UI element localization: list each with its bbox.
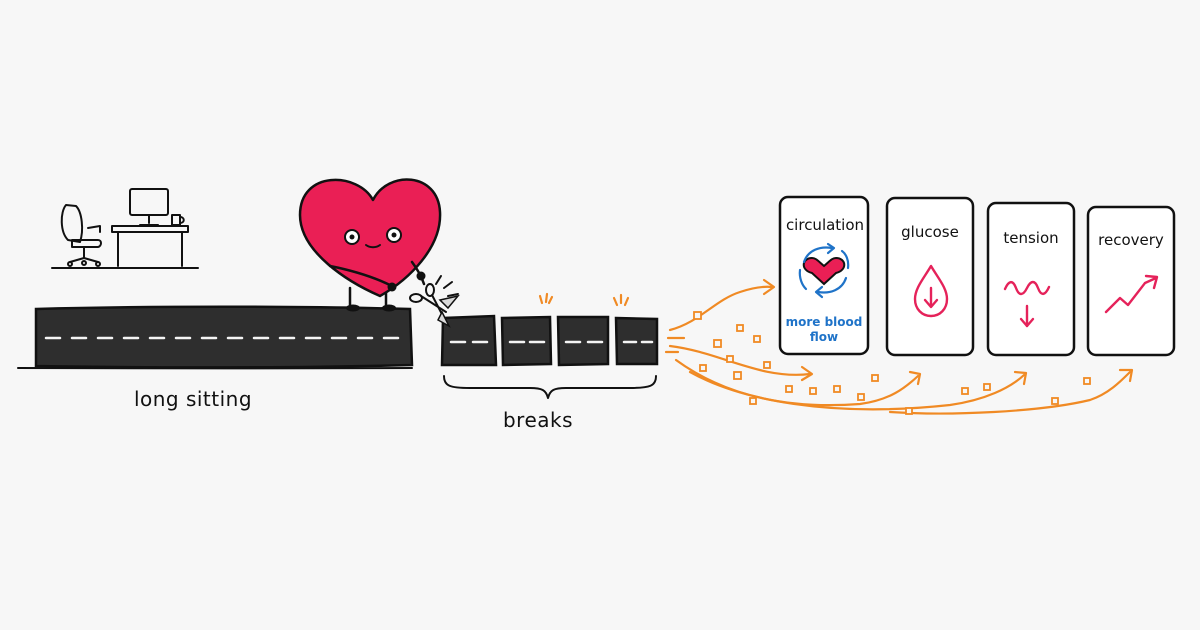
long-sitting-label: long sitting [134, 387, 252, 411]
road-segment [500, 315, 553, 367]
break-segments [440, 292, 659, 367]
mug-icon [171, 214, 185, 226]
office-chair-icon [60, 204, 102, 267]
spark-marks [538, 292, 630, 307]
long-sitting-road [34, 305, 414, 369]
road-segment [614, 316, 659, 366]
heart-character [298, 178, 460, 328]
benefit-card-glucose: glucose [885, 196, 975, 357]
desk-icon [111, 225, 189, 267]
card-title: recovery [1098, 231, 1164, 249]
card-title: circulation [786, 216, 864, 234]
benefit-flow-arrows [664, 278, 1134, 415]
card-title: tension [1003, 229, 1058, 247]
road-segment [440, 314, 498, 367]
wave-down-icon [1003, 280, 1051, 328]
benefit-card-recovery: recovery [1086, 205, 1176, 357]
scissors-icon [409, 283, 460, 328]
card-caption-line1: more blood [786, 315, 863, 329]
card-title: glucose [901, 223, 959, 241]
drop-down-icon [913, 264, 949, 318]
heart-cycle-icon [798, 242, 850, 299]
desk-scene-icon [51, 188, 199, 269]
benefit-card-tension: tension [986, 201, 1076, 357]
trend-up-icon [1104, 274, 1159, 314]
road-segment [556, 315, 610, 367]
benefit-card-circulation: circulation more blood flow [778, 195, 870, 356]
monitor-icon [129, 188, 169, 226]
flow-particles [693, 311, 1091, 415]
breaks-brace [443, 375, 657, 399]
card-caption-line2: flow [810, 330, 838, 344]
breaks-label: breaks [503, 408, 573, 432]
